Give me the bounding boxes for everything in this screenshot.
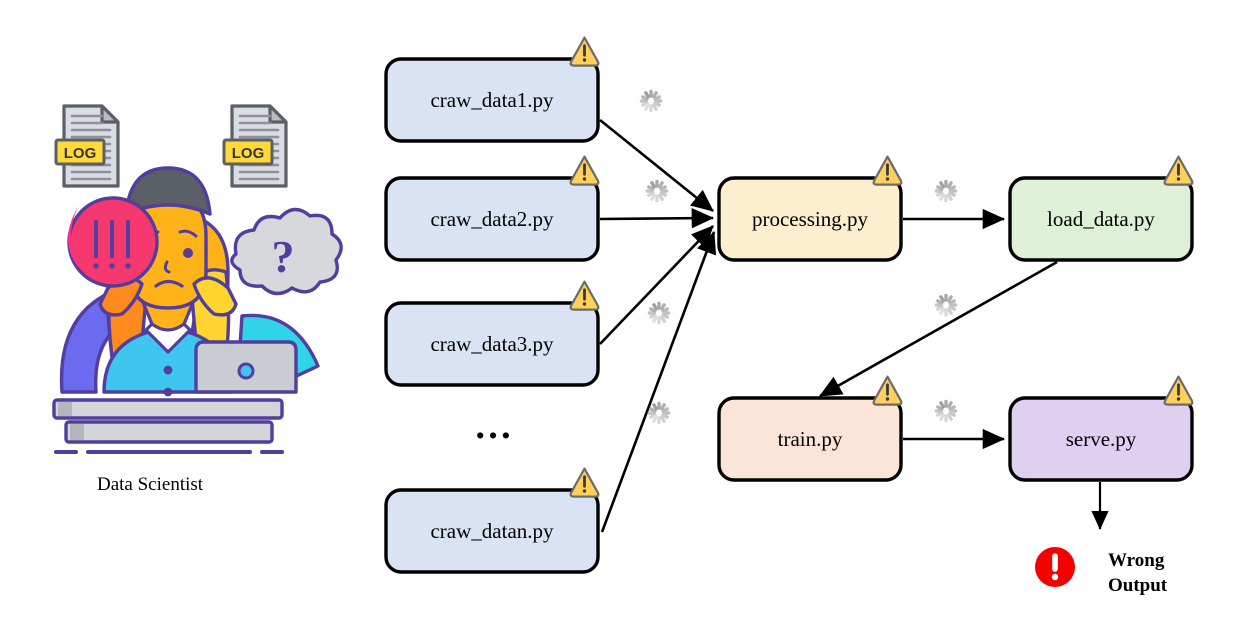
question-mark-glyph: ? xyxy=(272,231,295,282)
node-craw_data2[interactable] xyxy=(384,176,600,262)
node-load_data[interactable] xyxy=(1008,176,1194,262)
warning-triangle-icon xyxy=(872,375,903,407)
node-craw_datan[interactable] xyxy=(384,488,600,574)
node-serve[interactable] xyxy=(1008,396,1194,482)
loading-spinner-icon xyxy=(647,401,671,425)
loading-spinner-icon xyxy=(647,301,671,325)
node-train[interactable] xyxy=(717,396,903,482)
warning-triangle-icon xyxy=(569,155,600,187)
edge-craw_data3-processing xyxy=(599,225,714,345)
edge-craw_data1-processing xyxy=(599,118,714,213)
node-craw_data1[interactable] xyxy=(384,57,600,143)
log-badge-text: LOG xyxy=(64,145,97,162)
warning-triangle-icon xyxy=(1163,155,1194,187)
warning-triangle-icon xyxy=(569,36,600,67)
warning-triangle-icon xyxy=(569,280,600,312)
warning-triangle-icon xyxy=(1163,375,1194,407)
loading-spinner-icon xyxy=(934,399,958,423)
loading-spinner-icon xyxy=(645,179,669,203)
node-processing[interactable] xyxy=(717,176,903,262)
wrong-output-line1: Wrong xyxy=(1108,550,1165,571)
warning-triangle-icon xyxy=(872,155,903,187)
node-craw_data3[interactable] xyxy=(384,301,600,387)
wrong-output-label: Wrong Output xyxy=(1108,548,1167,598)
wrong-output-line2: Output xyxy=(1108,575,1168,596)
log-badge-text: LOG xyxy=(232,145,265,162)
person-figure: ? xyxy=(52,166,343,454)
data-scientist-caption: Data Scientist xyxy=(97,474,204,495)
warning-triangle-icon xyxy=(569,467,600,499)
log-file-icon-left: LOG xyxy=(54,104,120,188)
error-exclamation-circle-icon xyxy=(1035,547,1075,587)
edge-load_data-train xyxy=(819,260,1058,398)
ellipsis-more-nodes: … xyxy=(474,405,515,447)
loading-spinner-icon xyxy=(934,179,958,203)
loading-spinner-icon xyxy=(934,293,958,317)
edge-craw_datan-processing xyxy=(600,231,717,533)
edge-craw_data2-processing xyxy=(599,208,715,229)
loading-spinner-icon xyxy=(639,89,663,113)
log-file-icon-right: LOG xyxy=(222,104,288,188)
